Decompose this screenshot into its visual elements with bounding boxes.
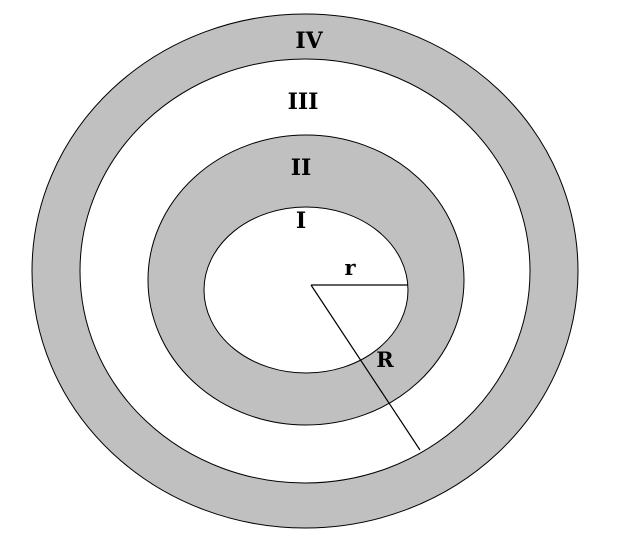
region-i-boundary <box>203 206 409 374</box>
label-region-i: I <box>296 208 306 234</box>
label-region-ii: II <box>291 155 312 181</box>
radius-R-line <box>310 284 421 451</box>
label-radius-R: R <box>376 347 394 372</box>
label-region-iv: IV <box>295 28 323 54</box>
label-region-iii: III <box>288 89 319 115</box>
label-radius-r: r <box>344 255 356 280</box>
